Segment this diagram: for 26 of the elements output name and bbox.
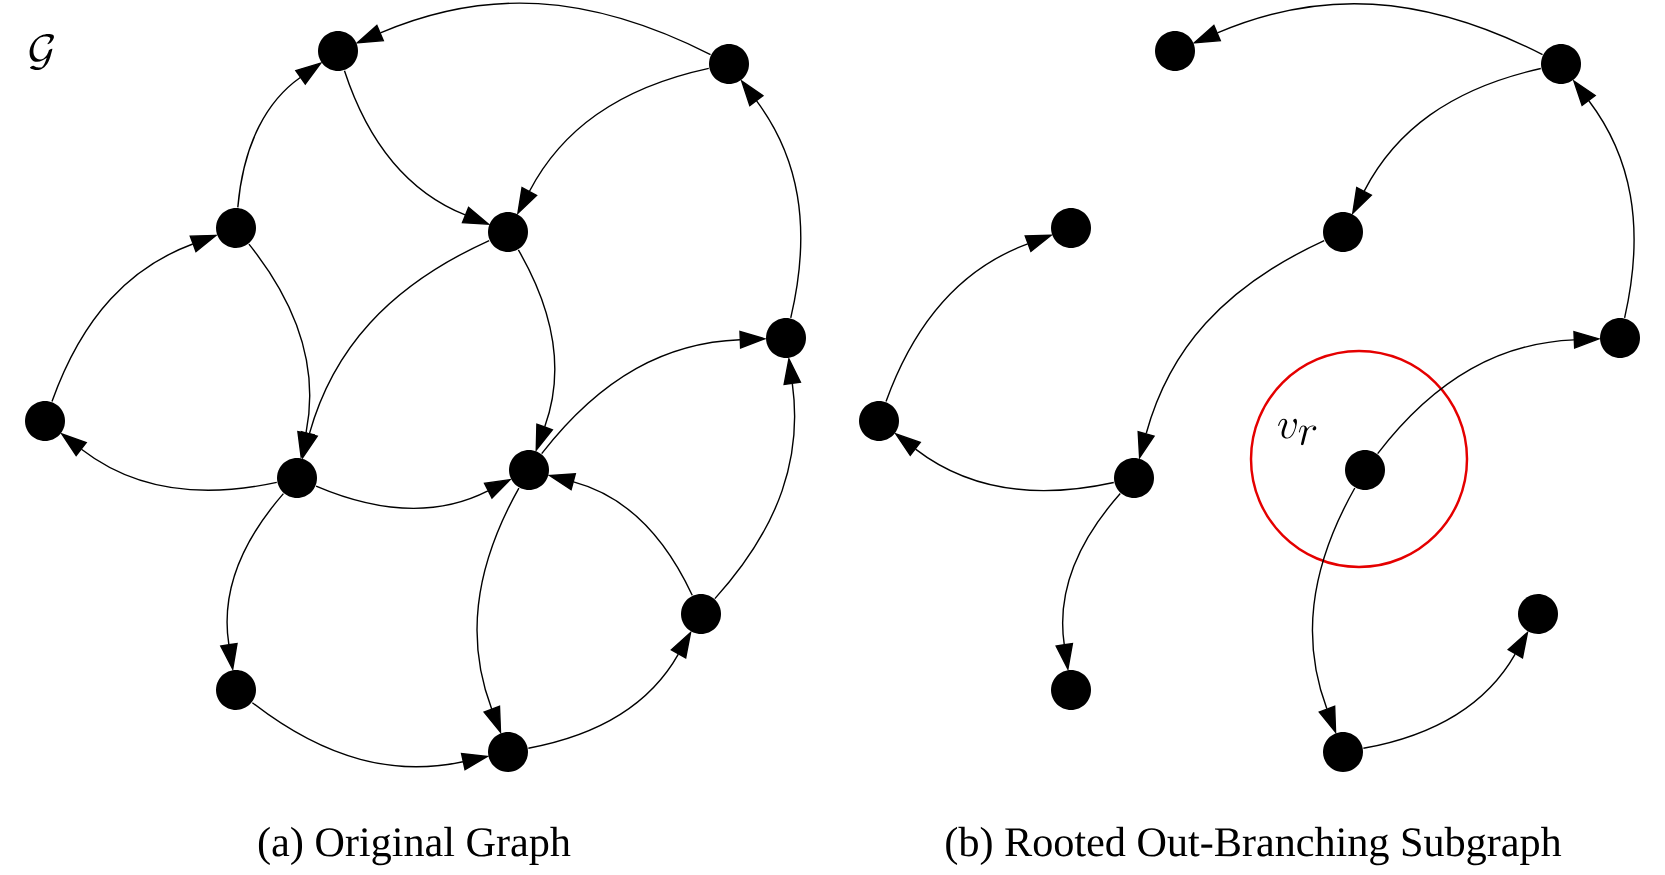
graph-vertex [1051,208,1091,248]
graph-vertex [1323,212,1363,252]
graph-vertex [488,212,528,252]
graph-vertex [509,450,549,490]
graph-vertex [859,401,899,441]
graph-vertex [681,594,721,634]
graph-vertex [318,31,358,71]
graph-vertex [488,732,528,772]
graph-vertex [1051,670,1091,710]
graph-vertex [25,401,65,441]
graph-vertex [1155,31,1195,71]
graph-vertex [216,208,256,248]
graph-vertex [1345,450,1385,490]
caption: (b) Rooted Out-Branching Subgraph [946,826,1562,866]
graph-vertex [1323,732,1363,772]
graph-vertex [766,318,806,358]
vertex-label: $v_r$ [1278,418,1317,446]
graph-vertex [1114,458,1154,498]
graph-vertex [1541,44,1581,84]
graph-vertex [277,458,317,498]
caption: (a) Original Graph [258,826,571,866]
graph-vertex [216,670,256,710]
graph-vertex [1518,594,1558,634]
graph-vertex [709,44,749,84]
graph-vertex [1600,318,1640,358]
math-symbol: $\mathcal{G}$ [29,34,54,70]
